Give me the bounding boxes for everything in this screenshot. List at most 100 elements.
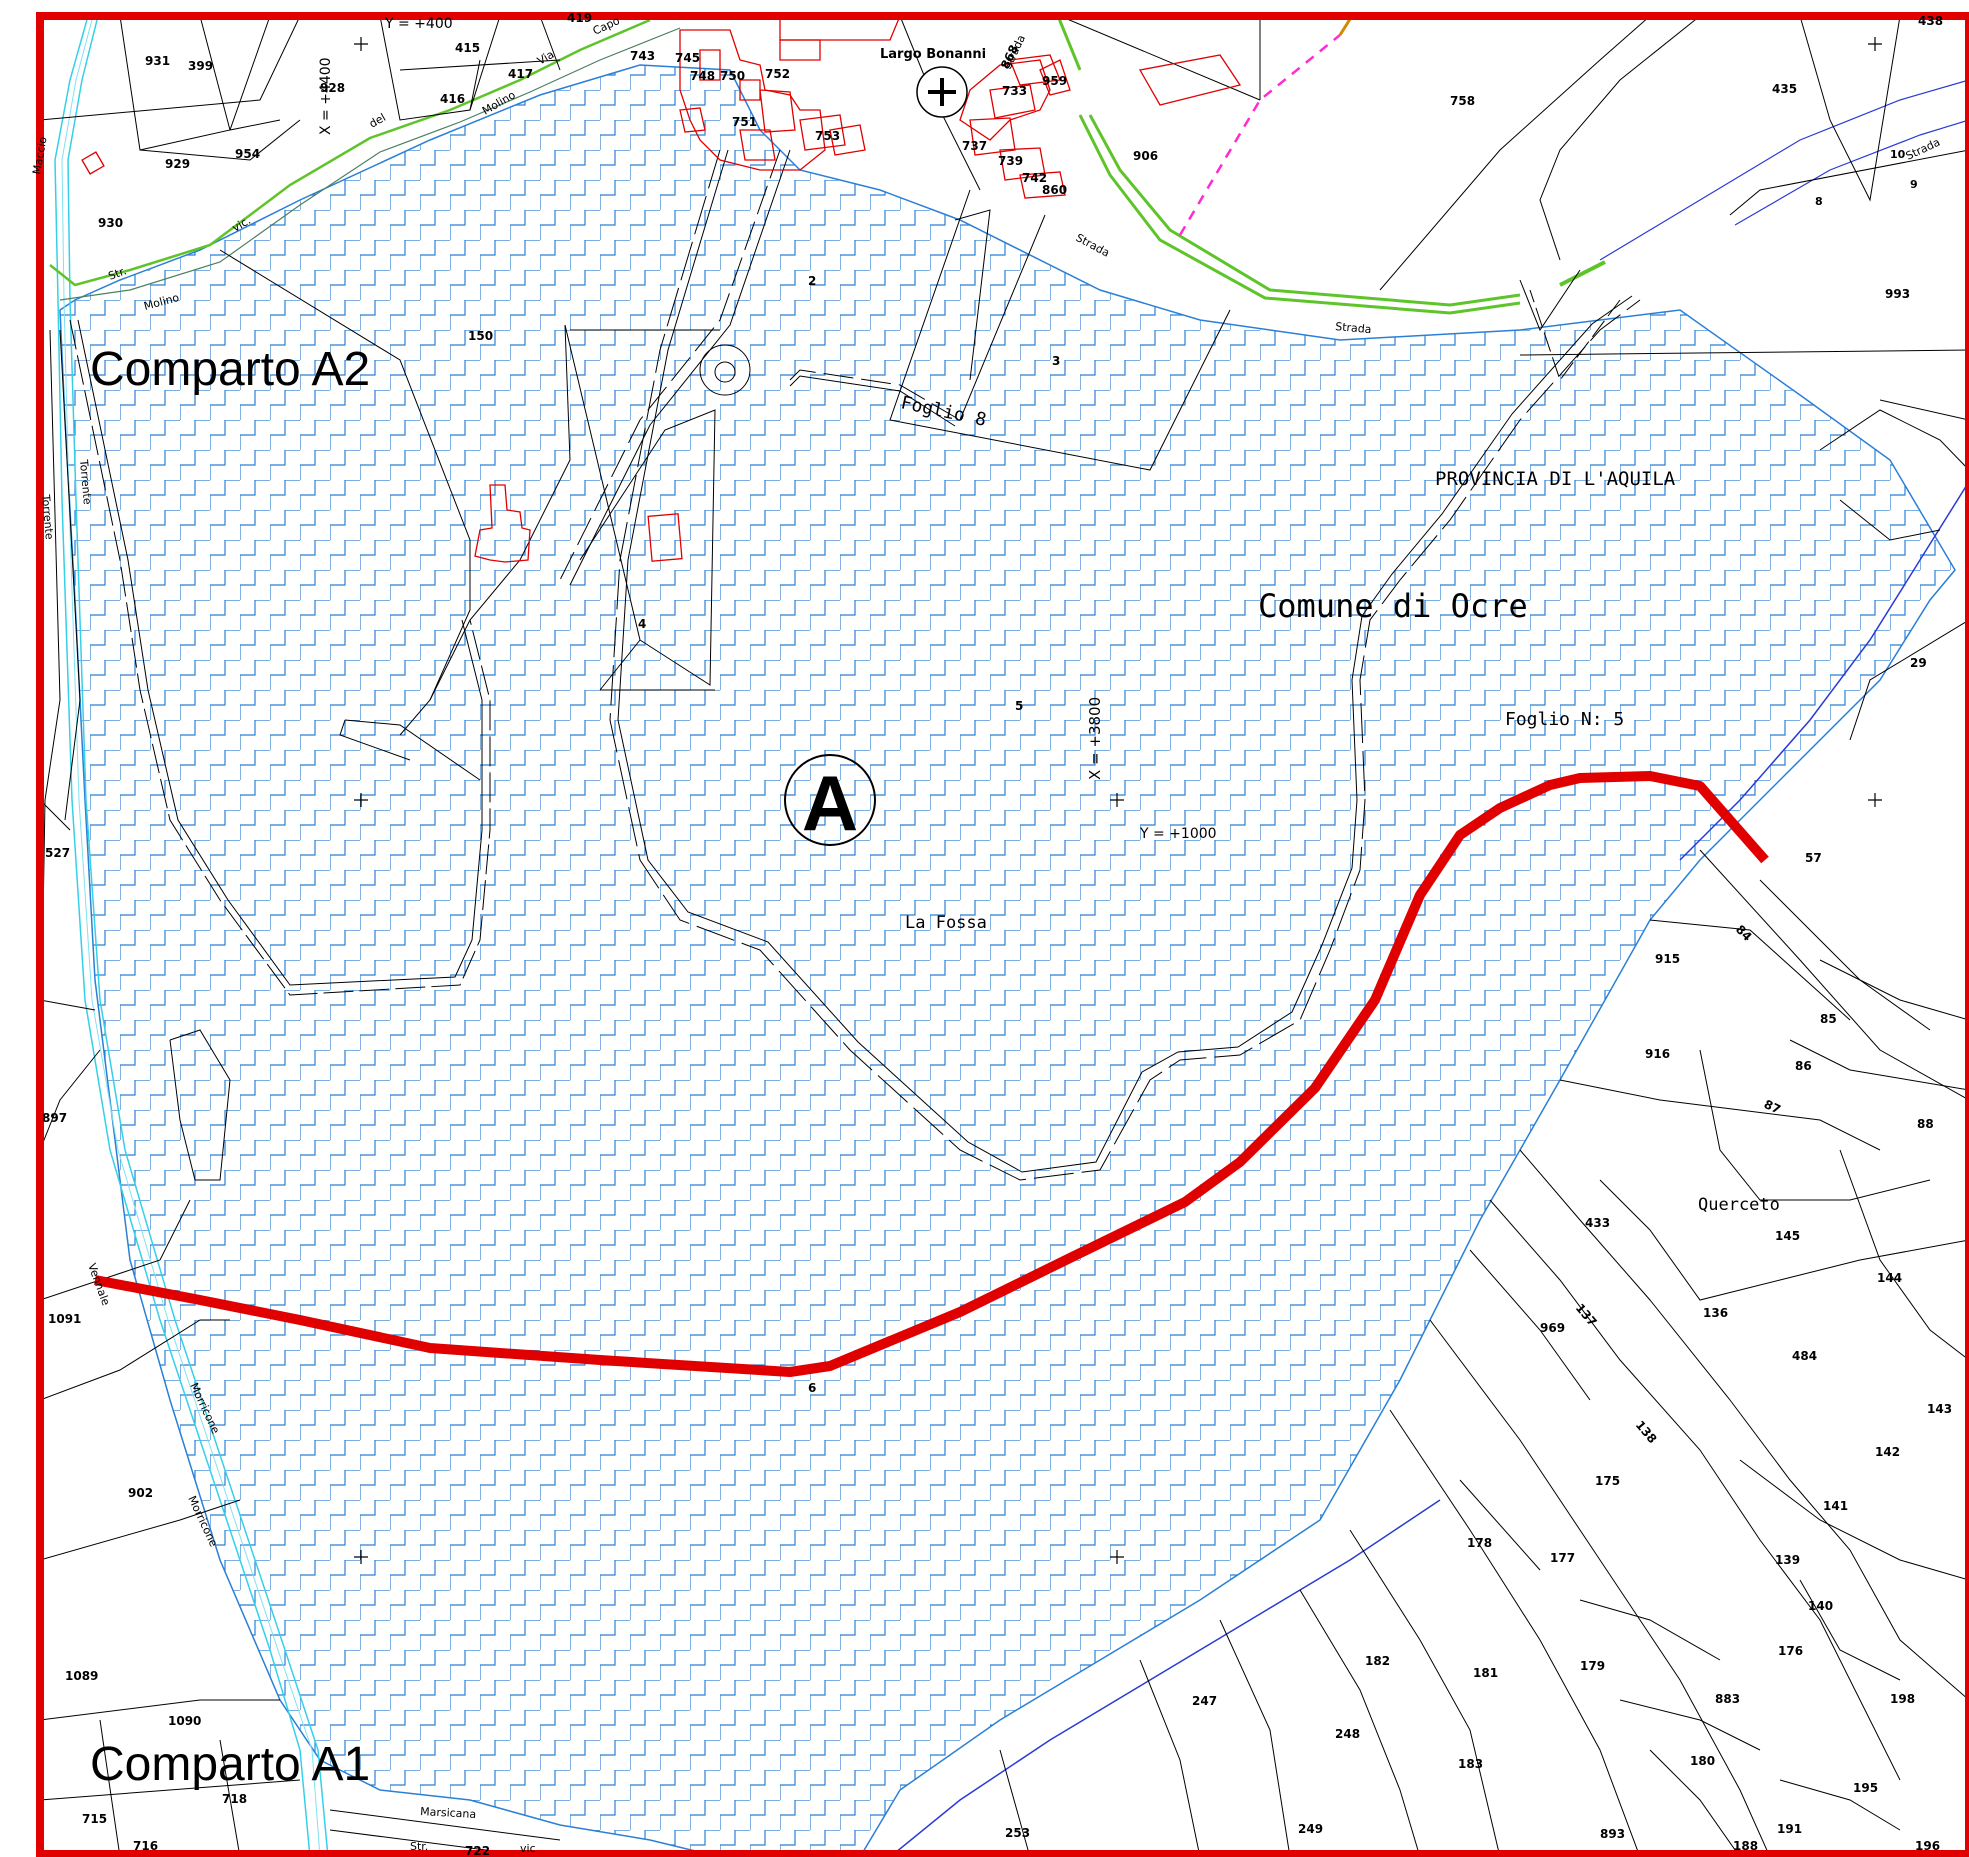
svg-text:748: 748: [690, 69, 715, 83]
svg-text:249: 249: [1298, 1822, 1323, 1836]
river-left-bank: [54, 16, 311, 1854]
river-right-bank: [67, 16, 329, 1854]
parcel-lines: [40, 16, 1969, 1854]
road-strada-green-top: [1056, 16, 1082, 71]
svg-text:928: 928: [320, 81, 345, 95]
svg-text:742: 742: [1022, 171, 1047, 185]
svg-text:178: 178: [1467, 1536, 1492, 1550]
svg-text:739: 739: [998, 154, 1023, 168]
svg-text:893: 893: [1600, 1827, 1625, 1841]
svg-text:4: 4: [638, 617, 646, 631]
svg-text:150: 150: [468, 329, 493, 343]
svg-text:1091: 1091: [48, 1312, 81, 1326]
svg-text:Maccio: Maccio: [30, 135, 49, 175]
svg-text:180: 180: [1690, 1754, 1715, 1768]
svg-text:751: 751: [732, 115, 757, 129]
svg-text:142: 142: [1875, 1445, 1900, 1459]
svg-text:902: 902: [128, 1486, 153, 1500]
svg-text:2: 2: [808, 274, 816, 288]
blue-line-lower: [1679, 480, 1969, 861]
svg-text:435: 435: [1772, 82, 1797, 96]
svg-text:87: 87: [1762, 1097, 1783, 1117]
svg-text:417: 417: [508, 67, 533, 81]
svg-text:416: 416: [440, 92, 465, 106]
svg-text:1090: 1090: [168, 1714, 201, 1728]
svg-text:716: 716: [133, 1839, 158, 1853]
svg-text:10: 10: [1890, 148, 1906, 161]
svg-text:176: 176: [1778, 1644, 1803, 1658]
svg-text:399: 399: [188, 59, 213, 73]
svg-text:248: 248: [1335, 1727, 1360, 1741]
svg-text:6: 6: [808, 1381, 816, 1395]
svg-text:752: 752: [765, 67, 790, 81]
svg-text:253: 253: [1005, 1826, 1030, 1840]
place-la-fossa: La Fossa: [905, 913, 987, 933]
svg-text:Strada: Strada: [1074, 231, 1112, 260]
sheet-label: Foglio N: 5: [1505, 709, 1624, 730]
svg-text:954: 954: [235, 147, 260, 161]
svg-text:Str.: Str.: [107, 264, 129, 282]
svg-text:959: 959: [1042, 74, 1067, 88]
svg-text:143: 143: [1927, 1402, 1952, 1416]
svg-text:931: 931: [145, 54, 170, 68]
blue-line-bottom: [892, 1499, 1441, 1854]
svg-text:Torrente: Torrente: [39, 493, 56, 540]
svg-text:vic: vic: [520, 1842, 536, 1855]
svg-text:9: 9: [1910, 178, 1918, 191]
svg-text:415: 415: [455, 41, 480, 55]
svg-text:715: 715: [82, 1812, 107, 1826]
province-label: PROVINCIA DI L'AQUILA: [1435, 468, 1676, 490]
svg-text:993: 993: [1885, 287, 1910, 301]
svg-text:177: 177: [1550, 1551, 1575, 1565]
coord-y-top: Y = +400: [384, 16, 453, 32]
svg-text:57: 57: [1805, 851, 1822, 865]
place-largo-bonanni: Largo Bonanni: [880, 47, 986, 62]
zone-a-letter: A: [802, 759, 858, 847]
road-blue-right: [1599, 79, 1969, 261]
svg-text:140: 140: [1808, 1599, 1833, 1613]
svg-text:733: 733: [1002, 84, 1027, 98]
roundabout-inner: [714, 361, 736, 383]
dashed-trails: [69, 149, 1641, 1181]
red-buildings: [81, 16, 1242, 563]
svg-text:1089: 1089: [65, 1669, 98, 1683]
svg-text:198: 198: [1890, 1692, 1915, 1706]
svg-text:188: 188: [1733, 1839, 1758, 1853]
church-cross-icon-plus: [928, 78, 956, 106]
svg-text:743: 743: [630, 49, 655, 63]
svg-text:195: 195: [1853, 1781, 1878, 1795]
svg-text:196: 196: [1915, 1839, 1940, 1853]
coord-x-top: X = +4400: [318, 57, 334, 135]
svg-text:930: 930: [98, 216, 123, 230]
svg-text:722: 722: [465, 1844, 490, 1857]
svg-text:484: 484: [1792, 1349, 1817, 1363]
sector-label-a2: Comparto A2: [90, 343, 370, 396]
svg-text:88: 88: [1917, 1117, 1934, 1131]
svg-text:883: 883: [1715, 1692, 1740, 1706]
svg-text:86: 86: [1795, 1059, 1812, 1073]
svg-text:915: 915: [1655, 952, 1680, 966]
sector-label-a1: Comparto A1: [90, 1738, 370, 1791]
road-vic-del-molino-edge: [59, 27, 681, 301]
svg-text:438: 438: [1918, 14, 1943, 28]
svg-text:527: 527: [45, 846, 70, 860]
svg-text:85: 85: [1820, 1012, 1837, 1026]
svg-text:136: 136: [1703, 1306, 1728, 1320]
svg-text:139: 139: [1775, 1553, 1800, 1567]
svg-text:137: 137: [1573, 1301, 1600, 1329]
svg-text:860: 860: [1042, 183, 1067, 197]
svg-text:179: 179: [1580, 1659, 1605, 1673]
svg-text:175: 175: [1595, 1474, 1620, 1488]
svg-text:Marsicana: Marsicana: [420, 1805, 477, 1821]
parcel-number-labels: 931 399 928 929 954 930 415 417 416 743 …: [42, 11, 1952, 1857]
svg-text:183: 183: [1458, 1757, 1483, 1771]
grid-cross-marks: [354, 37, 1882, 1564]
svg-text:141: 141: [1823, 1499, 1848, 1513]
river-centerline: [61, 16, 321, 1854]
svg-text:916: 916: [1645, 1047, 1670, 1061]
svg-text:181: 181: [1473, 1666, 1498, 1680]
svg-text:84: 84: [1733, 922, 1755, 944]
svg-text:138: 138: [1633, 1418, 1660, 1446]
svg-text:753: 753: [815, 129, 840, 143]
